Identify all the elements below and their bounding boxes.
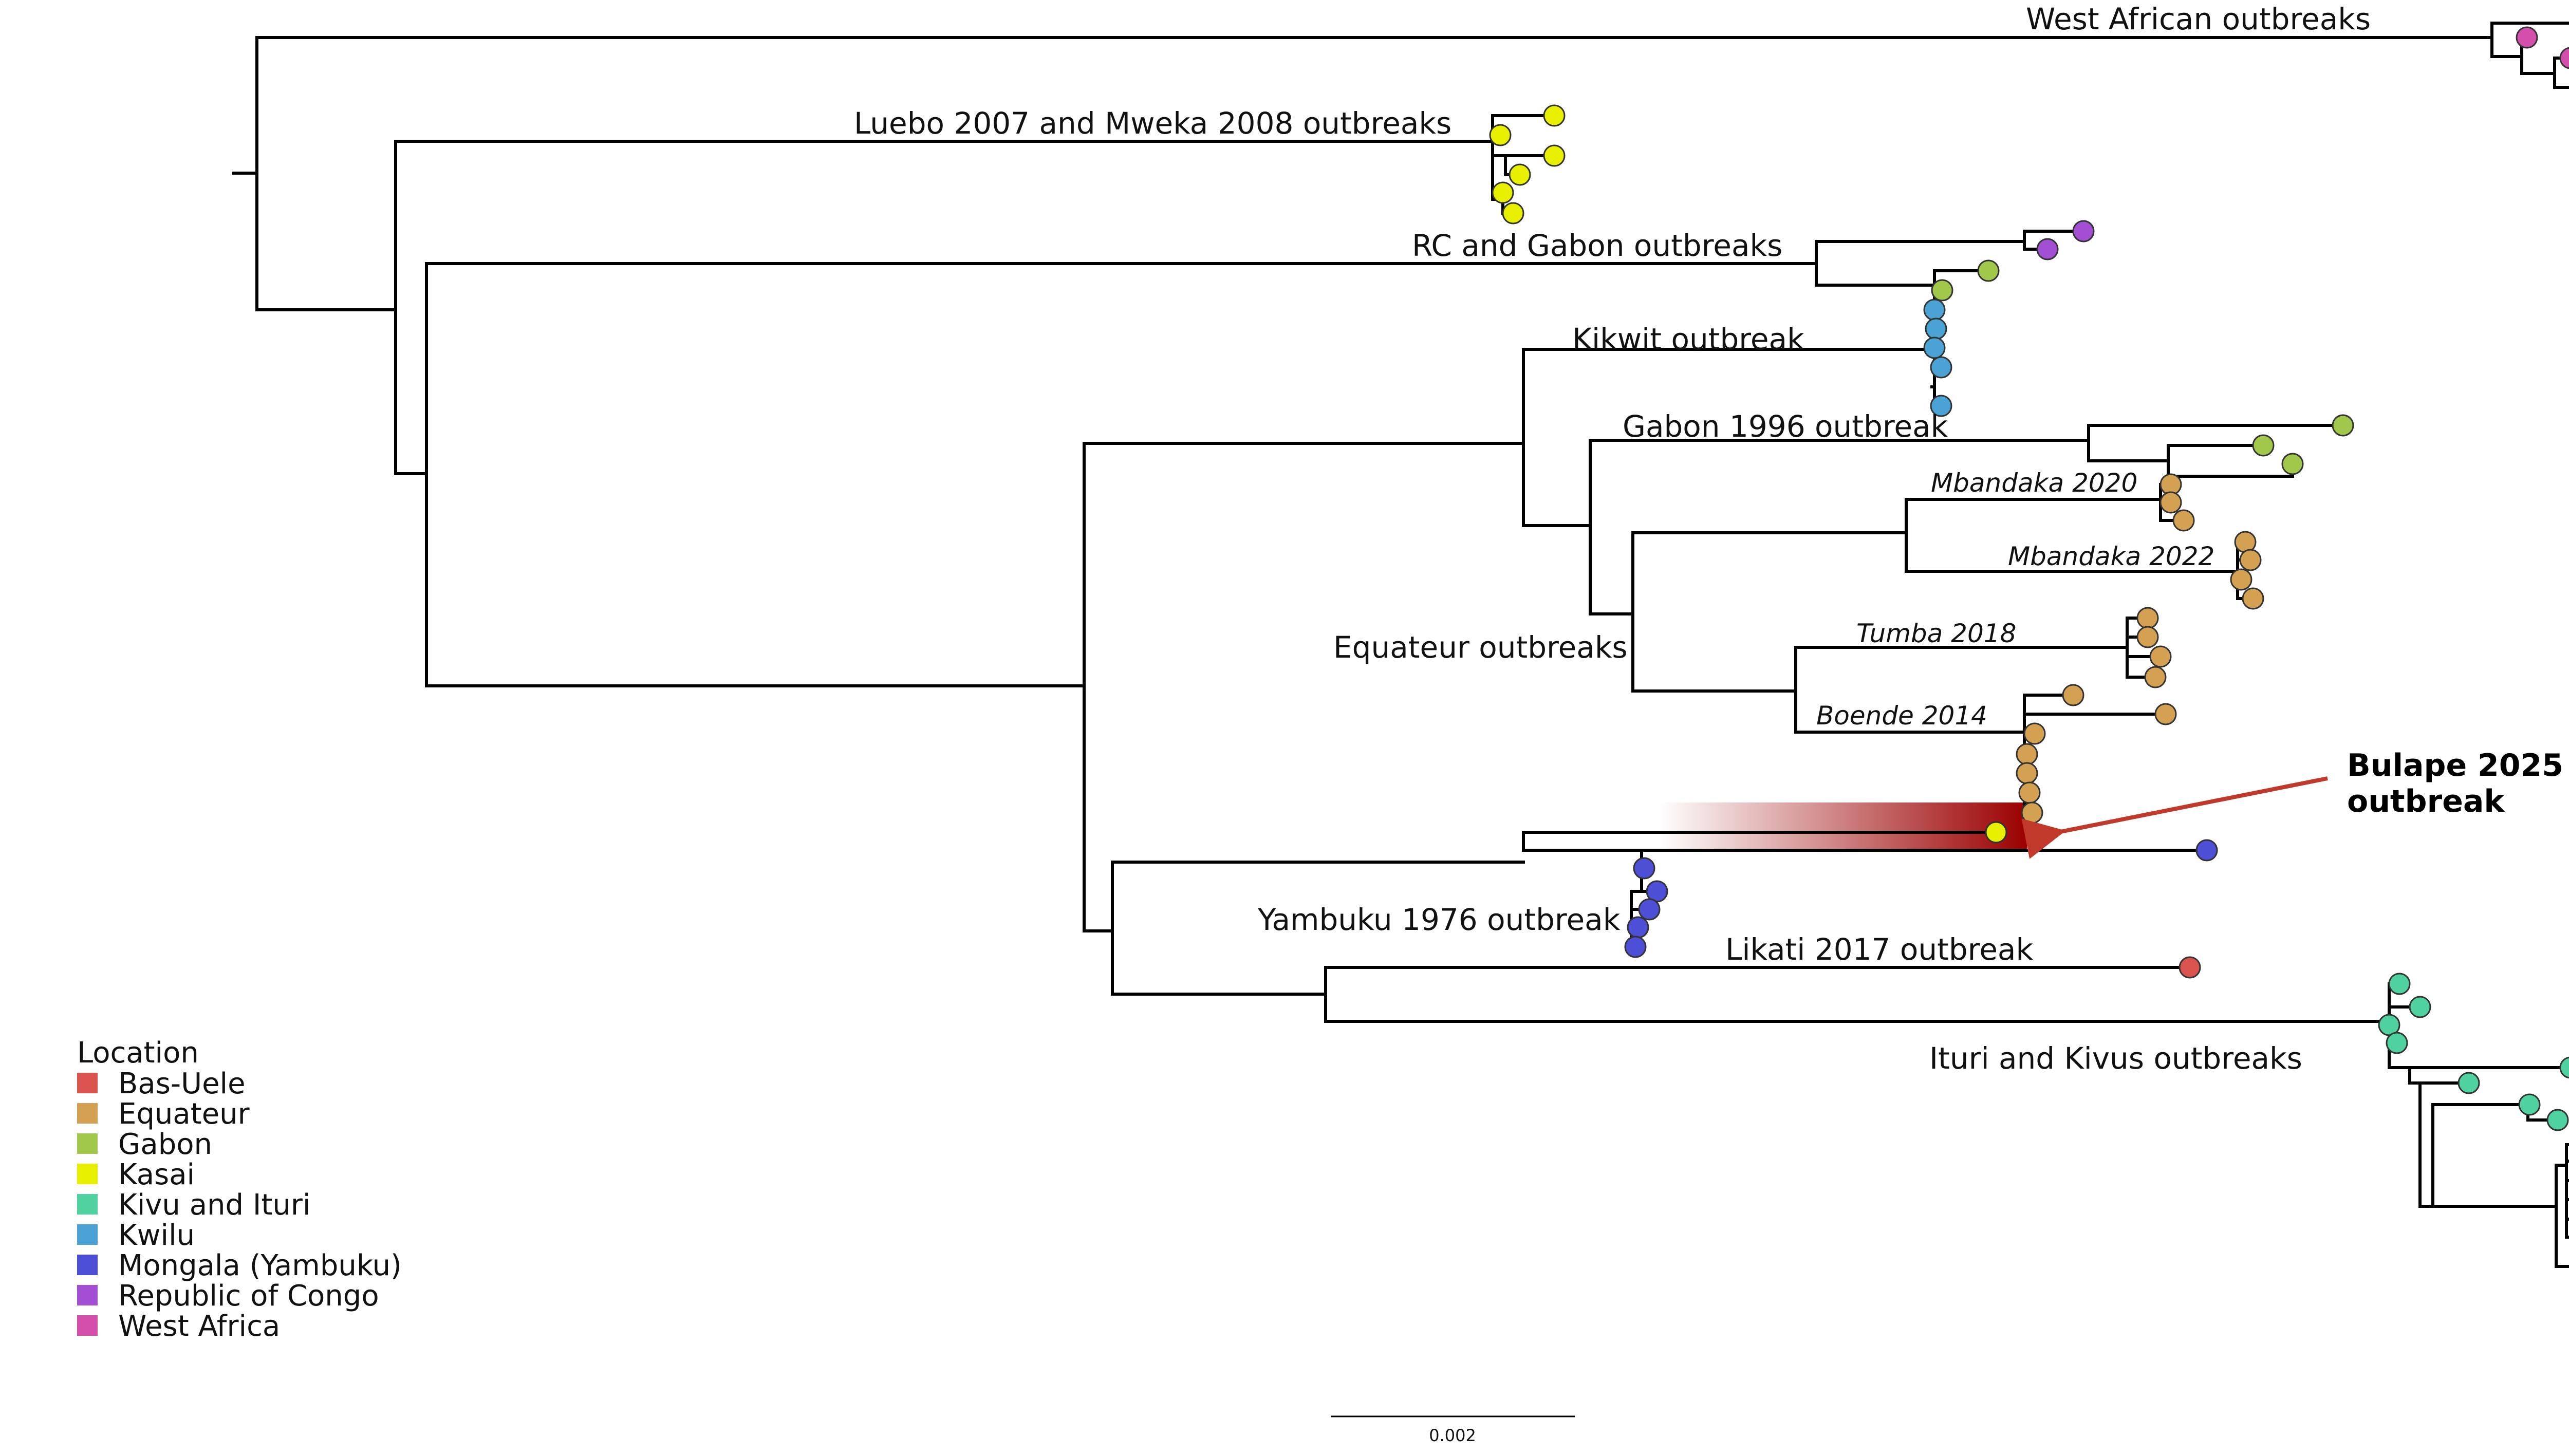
tip-gabon <box>2281 453 2304 475</box>
label-equateur-outbreaks: Equateur outbreaks <box>1333 630 1628 665</box>
tip-mongala <box>2195 839 2218 862</box>
scale-bar-label: 0.002 <box>1429 1426 1476 1445</box>
label-ituri-kivus-outbreaks: Ituri and Kivus outbreaks <box>1929 1041 2302 1076</box>
tip-west-africa <box>2516 26 2538 49</box>
tip-equateur <box>2018 781 2041 804</box>
tip-kasai <box>1985 821 2007 844</box>
tip-kivu-ituri <box>2458 1072 2480 1094</box>
tip-west-africa <box>2559 47 2569 69</box>
legend-label-kwilu: Kwilu <box>118 1219 195 1252</box>
label-rc-gabon-outbreaks: RC and Gabon outbreaks <box>1412 228 1782 263</box>
tip-equateur <box>2062 684 2084 706</box>
tip-kasai <box>1543 144 1566 167</box>
tip-equateur <box>2154 703 2177 725</box>
label-mbandaka-2020: Mbandaka 2020 <box>1931 468 2137 498</box>
tip-mongala <box>1638 898 1661 921</box>
tip-gabon <box>2252 434 2275 457</box>
legend-label-equateur: Equateur <box>118 1097 250 1131</box>
tip-kasai <box>1543 104 1566 127</box>
legend-swatch-mongala <box>77 1255 98 1275</box>
label-west-african-outbreaks: West African outbreaks <box>2026 2 2371 36</box>
tip-equateur <box>2016 743 2038 766</box>
callout-bulape-line1: Bulape 2025 <box>2347 748 2563 783</box>
tip-kivu-ituri <box>2409 996 2431 1018</box>
tip-kivu-ituri <box>2559 1056 2569 1079</box>
tip-kasai <box>1492 181 1514 204</box>
tip-kasai <box>1489 124 1512 146</box>
tip-rc <box>2036 238 2059 260</box>
legend-swatch-rc <box>77 1285 98 1305</box>
tip-bas-uele <box>2179 956 2201 979</box>
legend-label-gabon: Gabon <box>118 1128 212 1161</box>
callout-bulape-line2: outbreak <box>2347 783 2505 819</box>
tip-equateur <box>2136 626 2159 648</box>
tip-equateur <box>2242 587 2264 610</box>
tip-equateur <box>2239 549 2262 571</box>
legend-label-rc: Republic of Congo <box>118 1279 379 1313</box>
tip-equateur <box>2136 607 2159 629</box>
legend: Location Bas-UeleEquateurGabonKasaiKivu … <box>77 1036 402 1343</box>
legend-swatch-bas-uele <box>77 1073 98 1093</box>
tip-kivu-ituri <box>2546 1109 2569 1131</box>
tip-mongala <box>1633 857 1655 880</box>
tip-gabon <box>2332 414 2354 437</box>
bulape-highlight <box>1660 802 2027 850</box>
tree-branches <box>232 22 2569 1268</box>
label-tumba-2018: Tumba 2018 <box>1856 619 2016 648</box>
tip-kivu-ituri <box>2388 973 2411 995</box>
legend-swatch-gabon <box>77 1133 98 1154</box>
legend-title: Location <box>77 1036 199 1070</box>
tip-kasai <box>1502 202 1524 225</box>
tip-equateur <box>2023 722 2046 745</box>
tip-equateur <box>2172 509 2195 532</box>
label-likati-2017-outbreak: Likati 2017 outbreak <box>1725 932 2033 967</box>
tip-mongala <box>1627 916 1649 939</box>
legend-swatch-kwilu <box>77 1224 98 1245</box>
tip-equateur <box>2144 666 2167 688</box>
tip-rc <box>2072 220 2095 242</box>
tip-equateur <box>2160 491 2182 514</box>
legend-swatch-kivu-ituri <box>77 1194 98 1215</box>
tip-kwilu <box>1923 298 1946 321</box>
tip-equateur <box>2021 801 2043 824</box>
tip-kivu-ituri <box>2518 1093 2541 1116</box>
tip-equateur <box>2230 568 2252 591</box>
tip-kwilu <box>1930 395 1952 417</box>
label-yambuku-1976-outbreak: Yambuku 1976 outbreak <box>1257 902 1621 937</box>
legend-label-west-africa: West Africa <box>118 1310 280 1343</box>
tip-kivu-ituri <box>2386 1032 2408 1054</box>
legend-label-bas-uele: Bas-Uele <box>118 1067 246 1100</box>
legend-swatch-kasai <box>77 1164 98 1184</box>
tip-gabon <box>1977 259 2000 282</box>
label-gabon-1996-outbreak: Gabon 1996 outbreak <box>1623 409 1948 444</box>
tip-mongala <box>1624 936 1647 958</box>
callout-arrow <box>2021 776 2328 859</box>
tip-kasai <box>1509 163 1531 186</box>
legend-label-kasai: Kasai <box>118 1158 195 1191</box>
tip-kwilu <box>1923 337 1946 359</box>
legend-label-kivu-ituri: Kivu and Ituri <box>118 1188 310 1222</box>
tree-tips <box>1489 26 2569 1131</box>
label-kikwit-outbreak: Kikwit outbreak <box>1572 322 1804 357</box>
legend-swatch-equateur <box>77 1103 98 1124</box>
tip-kwilu <box>1925 318 1947 340</box>
legend-swatch-west-africa <box>77 1315 98 1336</box>
tip-equateur <box>2016 762 2038 785</box>
legend-label-mongala: Mongala (Yambuku) <box>118 1249 402 1282</box>
tip-equateur <box>2149 645 2172 668</box>
label-mbandaka-2022: Mbandaka 2022 <box>2008 542 2214 571</box>
tip-gabon <box>1931 279 1953 302</box>
tip-kwilu <box>1930 356 1952 379</box>
label-boende-2014: Boende 2014 <box>1816 701 1987 731</box>
label-luebo-mweka-outbreaks: Luebo 2007 and Mweka 2008 outbreaks <box>854 106 1451 141</box>
